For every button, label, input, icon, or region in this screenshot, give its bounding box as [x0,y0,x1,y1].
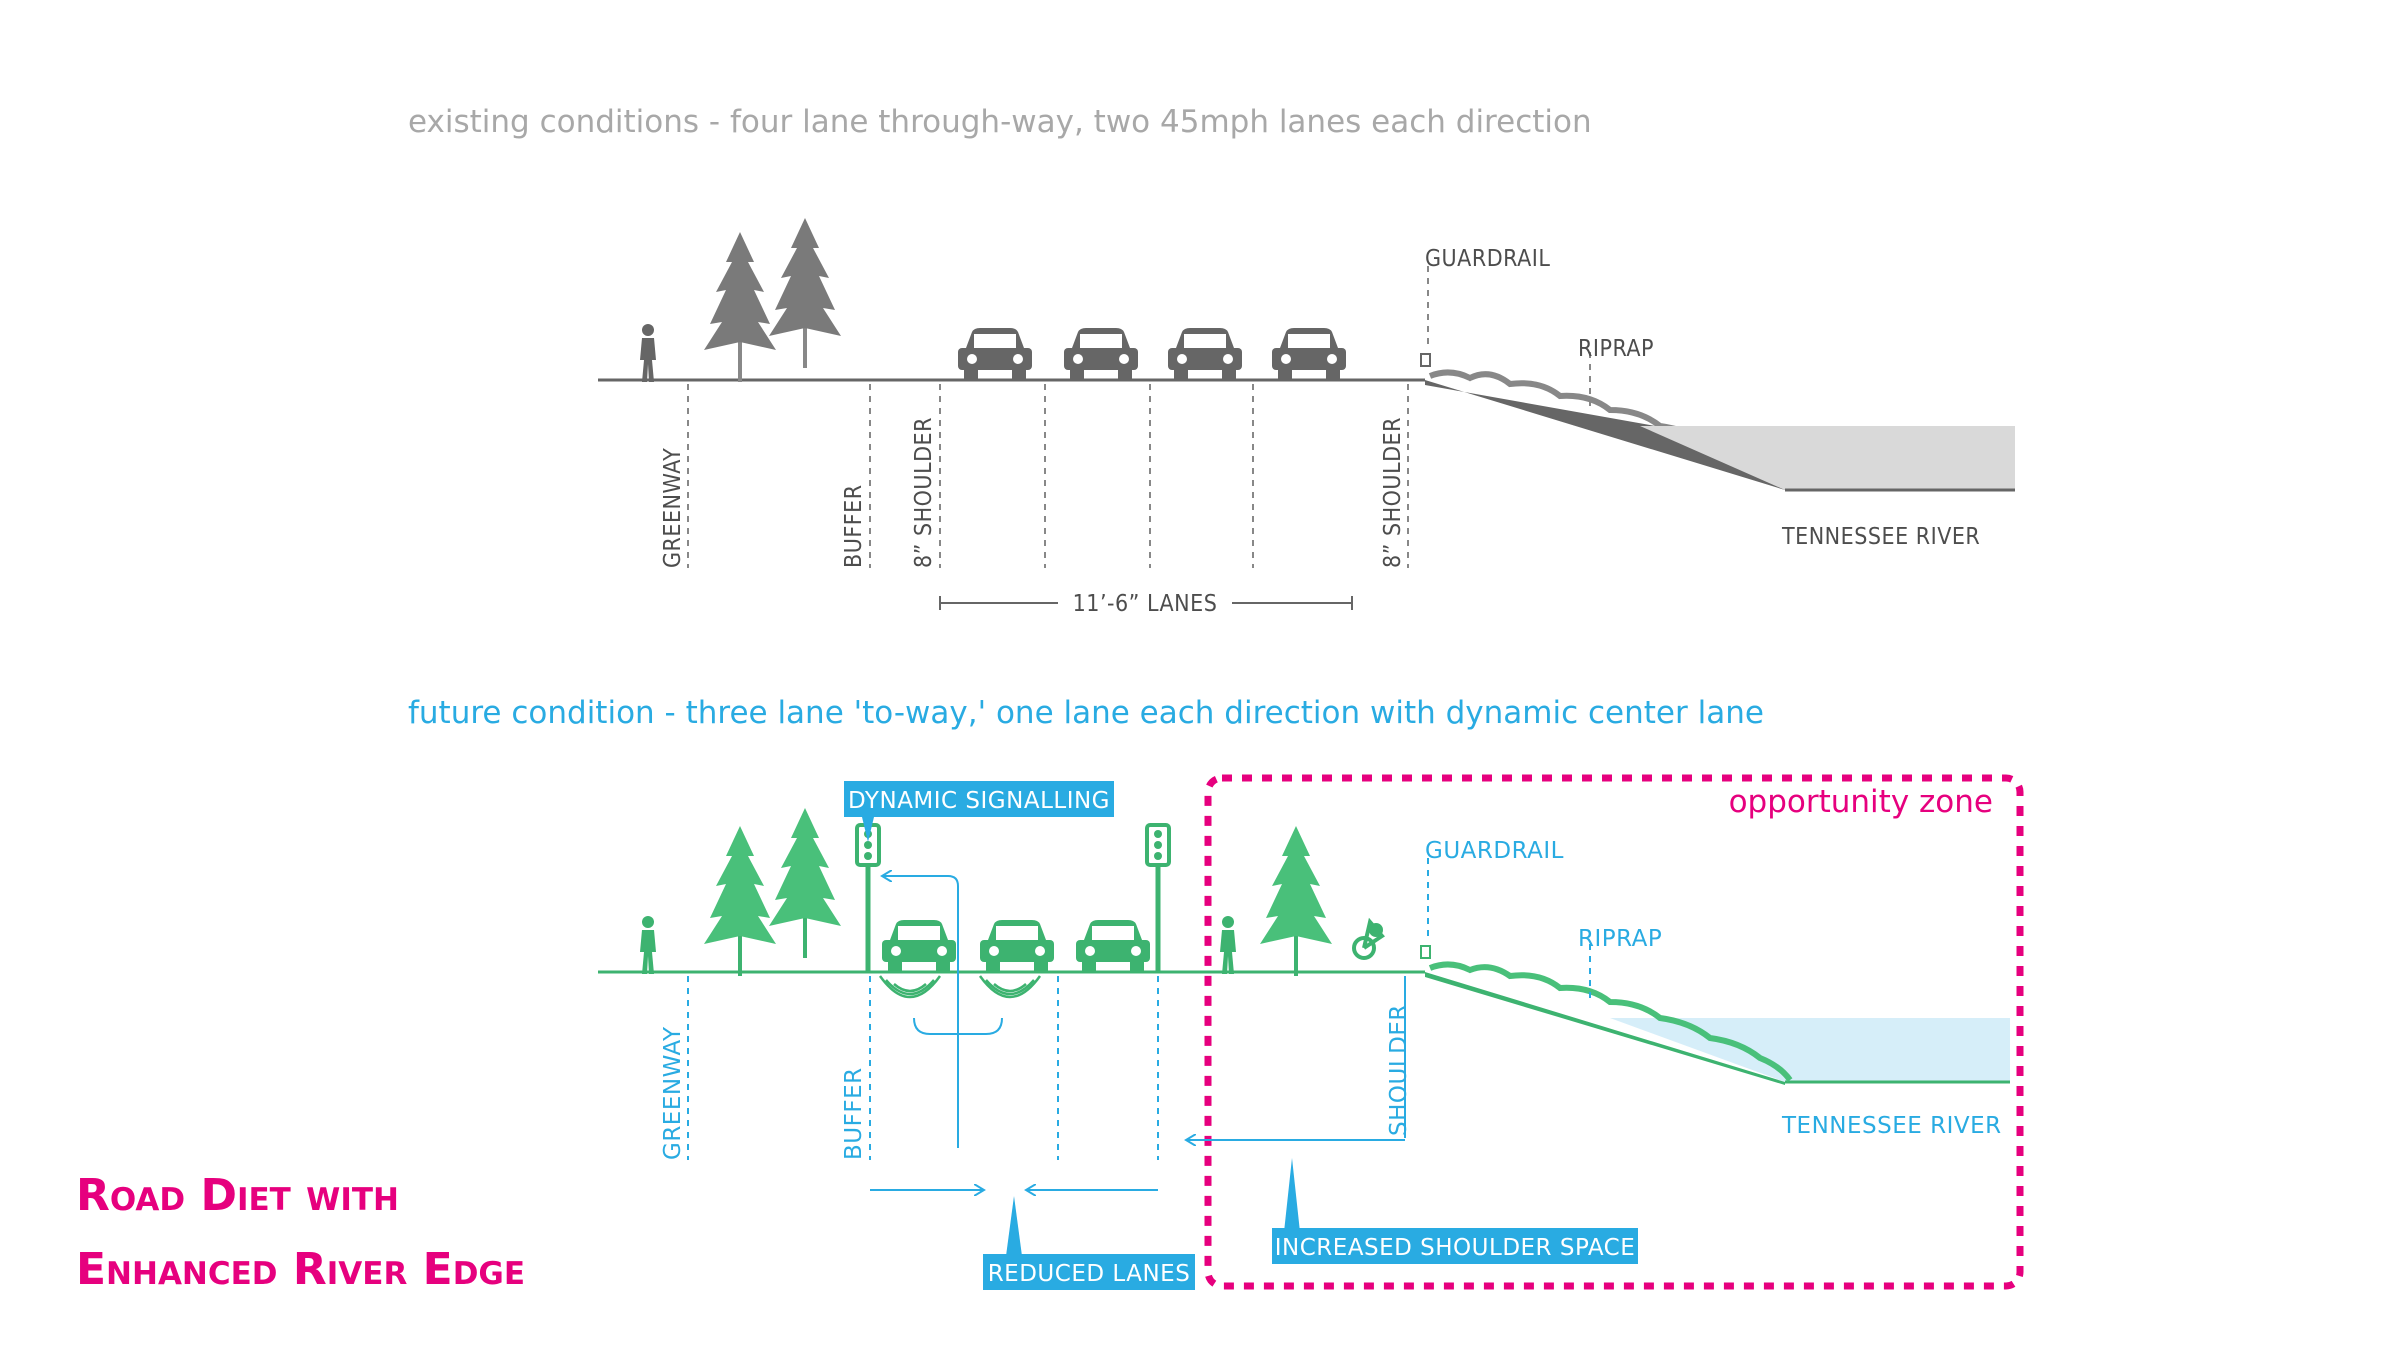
existing-greenway-label: GREENWAY [660,448,686,568]
future-guardrail-label: GUARDRAIL [1425,838,1564,864]
existing-guardrail-label: GUARDRAIL [1425,246,1550,272]
existing-shoulder-right-label: 8” SHOULDER [1380,417,1406,568]
future-riprap-label: RIPRAP [1578,926,1662,952]
future-tree-icon [1260,826,1332,976]
existing-water [1640,426,2015,490]
future-dimension-lines [687,858,1591,1160]
opportunity-zone-label: opportunity zone [1729,784,1993,820]
existing-slope [1425,380,2015,490]
future-river-label: TENNESSEE RIVER [1781,1113,2002,1139]
future-riprap-rocks [1428,961,1793,1082]
dynamic-signalling-label: DYNAMIC SIGNALLING [848,788,1110,814]
existing-river-label: TENNESSEE RIVER [1781,524,1980,550]
future-car-icon [882,920,956,972]
existing-buffer-label: BUFFER [841,484,867,568]
signalling-connector [882,876,1003,1148]
existing-car-icon [1168,328,1242,380]
dynamic-signalling-callout [844,781,1114,817]
existing-riprap-label: RIPRAP [1578,336,1654,362]
traffic-signal-icon [1145,823,1171,975]
existing-dimension-lines [687,266,1591,568]
future-car-icon [1076,920,1150,972]
future-pedestrian-icon [640,916,656,974]
future-pedestrian-icon [1220,916,1236,974]
reduced-lanes-callout [983,1254,1195,1290]
existing-tree-icon [704,232,776,382]
existing-guardrail-post [1420,353,1431,367]
increased-shoulder-label: INCREASED SHOULDER SPACE [1275,1235,1636,1261]
increased-shoulder-callout [1272,1228,1638,1264]
existing-shoulder-left-label: 8” SHOULDER [911,417,937,568]
future-title: future condition - three lane 'to-way,' … [408,695,1764,731]
reduced-lanes-label: REDUCED LANES [988,1261,1191,1287]
future-tree-icon [704,826,776,976]
future-shoulder-label: SHOULDER [1386,1004,1412,1136]
future-greenway-label: GREENWAY [660,1026,686,1160]
heading-line2: Enhanced River Edge [76,1244,525,1295]
traffic-signal-icon [855,823,881,975]
heading-line1: Road Diet with [76,1170,399,1221]
sensor-waves [878,975,1042,999]
future-car-icon [980,920,1054,972]
future-cyclist-icon [1352,917,1385,960]
future-tree-icon [769,808,841,958]
existing-pedestrian-icon [640,324,656,382]
future-guardrail-post [1420,945,1431,959]
existing-car-icon [958,328,1032,380]
future-slope [1425,972,1785,1085]
future-water [1610,1018,2010,1082]
existing-car-icon [1272,328,1346,380]
opportunity-zone-box [1204,774,2024,1290]
existing-car-icon [1064,328,1138,380]
future-buffer-label: BUFFER [841,1067,867,1160]
existing-title: existing conditions - four lane through-… [408,104,1592,140]
existing-lanes-label: 11’-6” LANES [1073,591,1218,617]
existing-tree-icon [769,218,841,368]
